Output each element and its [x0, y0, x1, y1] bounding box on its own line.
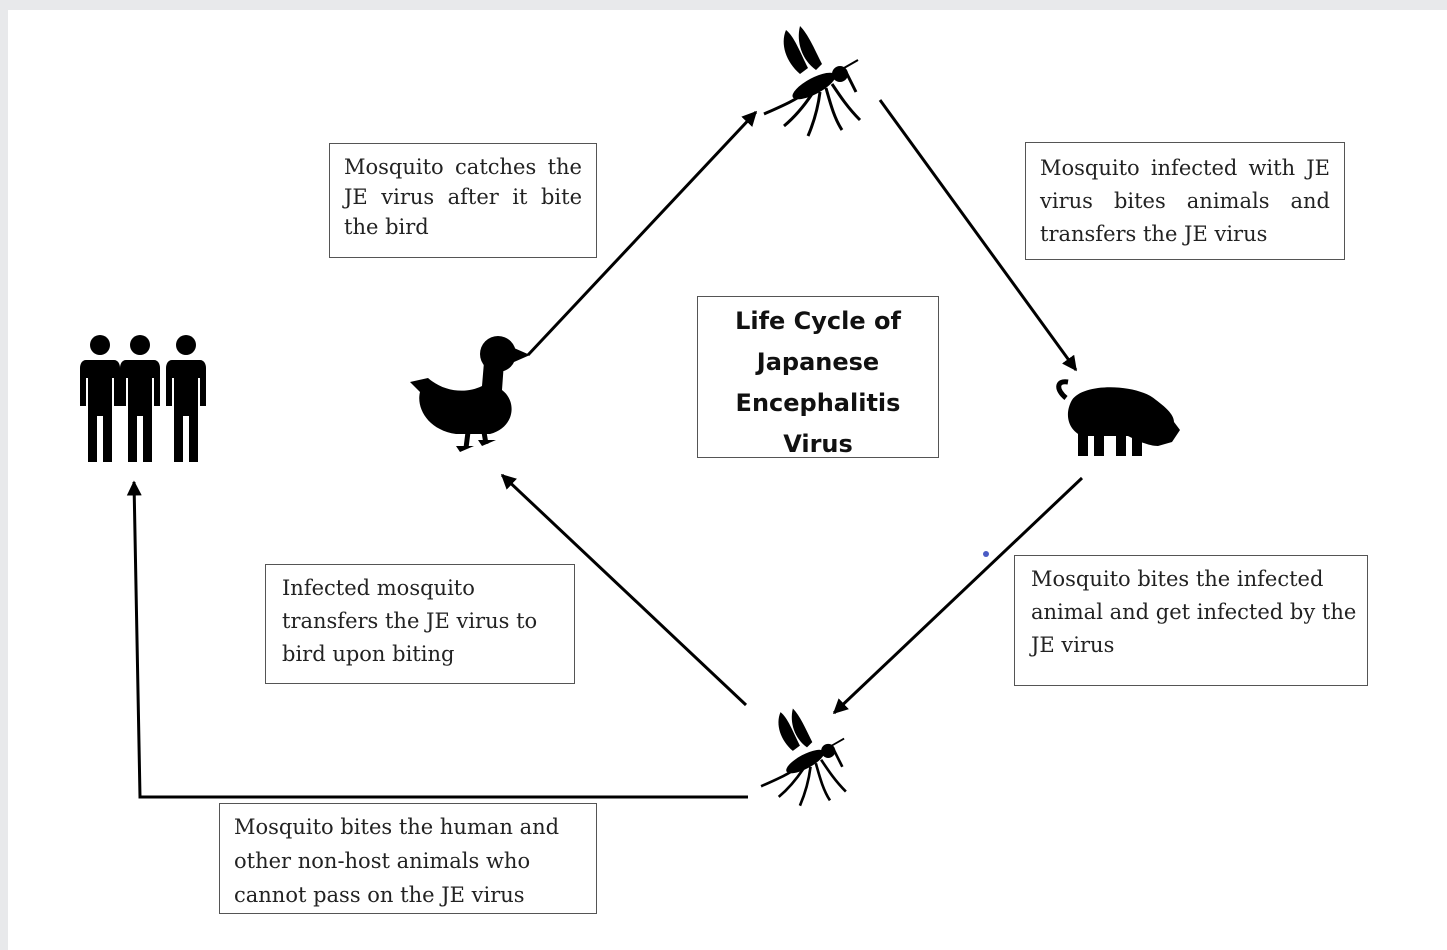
- diagram-graphics: [80, 24, 1180, 808]
- title-line: Japanese: [756, 348, 880, 376]
- people-icon: [80, 335, 206, 462]
- box-mosquito-infects-bird: Infected mosquito transfers the JE virus…: [265, 564, 575, 684]
- box-mosquito-infects-animals: Mosquito infected with JE virus bites an…: [1025, 142, 1345, 260]
- box-line: the bird: [344, 215, 429, 239]
- mosquito-icon-top: [762, 24, 862, 138]
- title-line: Virus: [783, 430, 853, 458]
- diagram-canvas: Mosquito catches the JE virus after it b…: [8, 10, 1447, 950]
- arrow-mosquito-to-pig: [878, 99, 1078, 372]
- box-line: Mosquito bites the human and: [234, 815, 560, 839]
- duck-icon: [410, 336, 530, 452]
- box-line: transfers the JE virus to: [282, 609, 538, 633]
- box-line: cannot pass on the JE virus: [234, 883, 525, 907]
- box-line: Mosquito catches the: [344, 155, 582, 179]
- arrow-mosquito-to-human: [126, 480, 748, 799]
- title-line: Life Cycle of: [735, 307, 901, 335]
- arrow-mosquito-to-bird: [500, 473, 748, 707]
- box-line: JE virus after it bite: [344, 185, 582, 209]
- box-mosquito-gets-infected: Mosquito bites the infected animal and g…: [1014, 555, 1368, 686]
- box-line: transfers the JE virus: [1040, 222, 1268, 246]
- box-line: other non-host animals who: [234, 849, 531, 873]
- box-line: Mosquito bites the infected: [1031, 567, 1324, 591]
- arrow-bird-to-mosquito: [526, 110, 758, 357]
- mosquito-icon-bottom: [759, 707, 848, 808]
- title-box: Life Cycle of Japanese Encephalitis Viru…: [697, 296, 939, 458]
- box-mosquito-bites-human: Mosquito bites the human and other non-h…: [219, 803, 597, 914]
- pig-icon: [1056, 379, 1180, 456]
- arrow-pig-to-mosquito: [832, 476, 1084, 715]
- stray-dot: [983, 551, 989, 557]
- box-line: JE virus: [1031, 633, 1115, 657]
- box-line: Infected mosquito: [282, 576, 475, 600]
- box-line: virus bites animals and: [1040, 189, 1330, 213]
- title-line: Encephalitis: [735, 389, 901, 417]
- box-mosquito-catches-virus: Mosquito catches the JE virus after it b…: [329, 143, 597, 258]
- box-line: Mosquito infected with JE: [1040, 156, 1330, 180]
- box-line: animal and get infected by the: [1031, 600, 1357, 624]
- box-line: bird upon biting: [282, 642, 455, 666]
